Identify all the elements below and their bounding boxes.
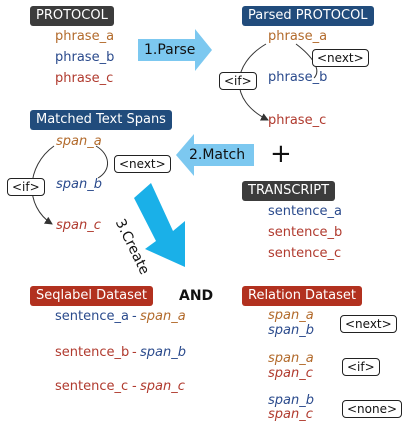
matched-if-tag: <if> [7,178,45,196]
protocol-phrase-b: phrase_b [55,50,115,65]
matched-span-a: span_a [56,134,102,149]
parsed-if-tag: <if> [219,72,257,90]
seqlabel-dataset-title: Seqlabel Dataset [30,286,153,306]
seqlabel-row-2-span: span_b [140,345,186,360]
transcript-sentence-b: sentence_b [268,225,343,240]
relation-row-3-first: span_b [268,393,314,408]
parsed-next-tag: <next> [312,49,369,67]
parse-arrow [138,29,212,71]
match-step-label: 2.Match [189,147,246,163]
relation-row-2-second: span_c [268,366,313,381]
matched-span-c: span_c [56,218,101,233]
relation-row-2-tag: <if> [342,358,380,376]
relation-row-2-first: span_a [268,351,314,366]
transcript-sentence-c: sentence_c [268,246,342,261]
protocol-title: PROTOCOL [30,6,114,26]
parse-step-label: 1.Parse [144,42,196,58]
seqlabel-row-3-sentence: sentence_c [55,379,129,394]
matched-span-b: span_b [56,177,102,192]
transcript-title: TRANSCRIPT [242,181,336,201]
seqlabel-row-1-span: span_a [140,309,186,324]
seqlabel-row-1-dash: - [132,309,137,324]
and-label: AND [179,288,214,304]
create-arrow [134,183,185,267]
seqlabel-row-3-dash: - [132,379,137,394]
seqlabel-row-1-sentence: sentence_a [55,309,129,324]
relation-row-1-tag: <next> [340,315,397,333]
parsed-phrase-b: phrase_b [268,70,328,85]
parsed-protocol-title: Parsed PROTOCOL [242,6,374,26]
relation-row-1-second: span_b [268,323,314,338]
seqlabel-row-2-dash: - [132,345,137,360]
relation-row-3-second: span_c [268,407,313,422]
parsed-phrase-c: phrase_c [268,113,327,128]
matched-spans-title: Matched Text Spans [30,110,172,130]
parsed-phrase-a: phrase_a [268,29,328,44]
transcript-sentence-a: sentence_a [268,204,342,219]
matched-next-tag: <next> [114,155,171,173]
relation-row-1-first: span_a [268,308,314,323]
seqlabel-row-2-sentence: sentence_b [55,345,130,360]
relation-dataset-title: Relation Dataset [242,286,362,306]
match-arrow [176,134,254,176]
matched-curve-a-to-b [95,145,108,179]
plus-sign: + [270,139,292,169]
protocol-phrase-c: phrase_c [55,71,114,86]
protocol-phrase-a: phrase_a [55,29,115,44]
seqlabel-row-3-span: span_c [140,379,185,394]
relation-row-3-tag: <none> [342,400,403,418]
